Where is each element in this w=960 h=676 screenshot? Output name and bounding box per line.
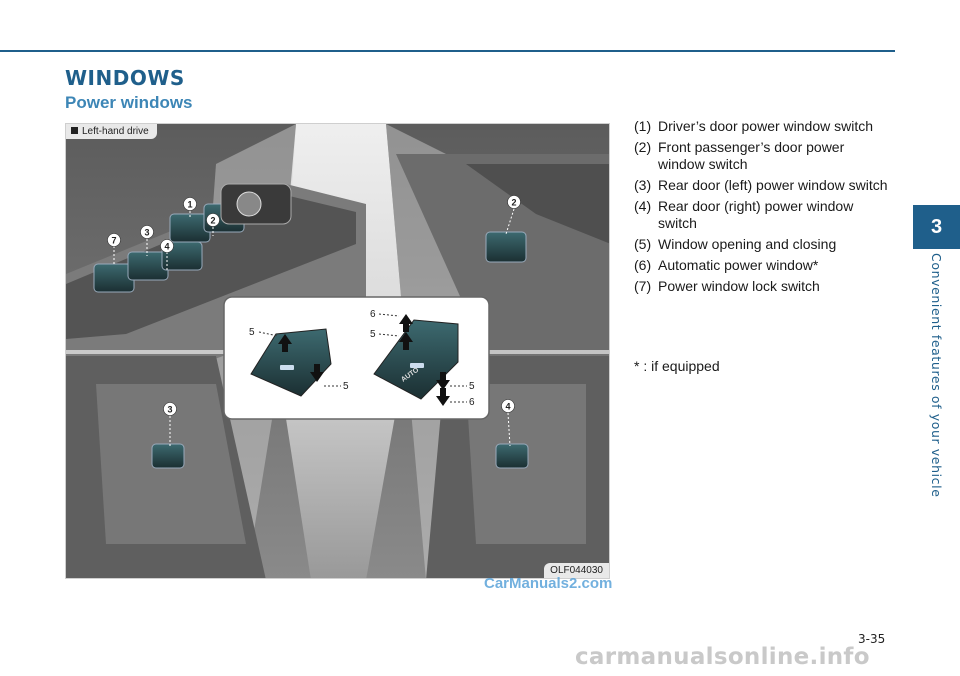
legend-item: (4) Rear door (right) power window switch: [634, 198, 894, 232]
section-subtitle: Power windows: [65, 93, 193, 112]
watermark-carmanuals2: CarManuals2.com: [484, 575, 613, 592]
legend-text: Rear door (left) power window switch: [658, 177, 888, 193]
callout-1: 1: [187, 200, 192, 210]
legend-item: (6) Automatic power window*: [634, 257, 894, 274]
callout-7: 7: [111, 236, 116, 246]
callout-2-circle: [206, 213, 220, 227]
legend-number: (1): [634, 118, 652, 134]
callout-4: 4: [164, 242, 169, 252]
switch-detail-inset: 5 5 6 5 5 6 AUTO: [223, 296, 490, 420]
square-bullet-icon: [71, 127, 78, 134]
callout-rear-4: 4: [505, 402, 510, 412]
legend-text: Rear door (right) power window switch: [658, 198, 854, 231]
legend-number: (3): [634, 177, 652, 193]
inset-right-down-bottom-label: 6: [469, 397, 475, 408]
inset-left-down-label: 5: [343, 381, 349, 392]
door-illustration: 7 3 4 1 2 2 3 4: [66, 124, 609, 578]
legend-number: (5): [634, 236, 652, 252]
callout-passenger-2: 2: [511, 198, 516, 208]
legend-text: Window opening and closing: [658, 236, 837, 252]
callout-rear-3: 3: [167, 405, 172, 415]
legend-text: Front passenger’s door power window swit…: [658, 139, 845, 172]
legend-text: Driver’s door power window switch: [658, 118, 874, 134]
callout-2: 2: [210, 216, 215, 226]
inset-right-down-label: 5: [469, 381, 475, 392]
footnote: * : if equipped: [634, 358, 720, 374]
callout-b4-circle: [501, 399, 515, 413]
watermark-carmanualsonline: carmanualsonline.info: [575, 644, 870, 670]
callout-r2-circle: [507, 195, 521, 209]
inset-right-up-top-label: 6: [370, 309, 376, 320]
legend-item: (2) Front passenger’s door power window s…: [634, 139, 894, 173]
callout-7-circle: [107, 233, 121, 247]
callout-b3-circle: [163, 402, 177, 416]
legend-number: (6): [634, 257, 652, 273]
legend-item: (3) Rear door (left) power window switch: [634, 177, 894, 194]
legend-number: (2): [634, 139, 652, 155]
figure-tag-label: Left-hand drive: [82, 126, 149, 137]
callout-3: 3: [144, 228, 149, 238]
legend-item: (1) Driver’s door power window switch: [634, 118, 894, 135]
callout-4-circle: [160, 239, 174, 253]
legend-list: (1) Driver’s door power window switch (2) F…: [634, 118, 894, 299]
legend-item: (5) Window opening and closing: [634, 236, 894, 253]
figure-code: OLF044030: [544, 563, 609, 578]
chapter-tab: 3: [913, 205, 960, 249]
page-number: 3-35: [858, 632, 886, 646]
inset-right-up-label: 5: [370, 329, 376, 340]
power-window-figure: 7 3 4 1 2 2 3 4: [65, 123, 610, 579]
figure-tag: Left-hand drive: [66, 124, 157, 139]
legend-text: Power window lock switch: [658, 278, 820, 294]
callout-1-circle: [183, 197, 197, 211]
callout-3-circle: [140, 225, 154, 239]
legend-number: (4): [634, 198, 652, 214]
inset-left-up-label: 5: [249, 327, 255, 338]
legend-item: (7) Power window lock switch: [634, 278, 894, 295]
section-title: WINDOWS: [65, 66, 185, 90]
top-rule: [0, 50, 895, 52]
legend-text: Automatic power window*: [658, 257, 819, 273]
chapter-title: Convenient features of your vehicle: [929, 253, 944, 498]
legend-number: (7): [634, 278, 652, 294]
